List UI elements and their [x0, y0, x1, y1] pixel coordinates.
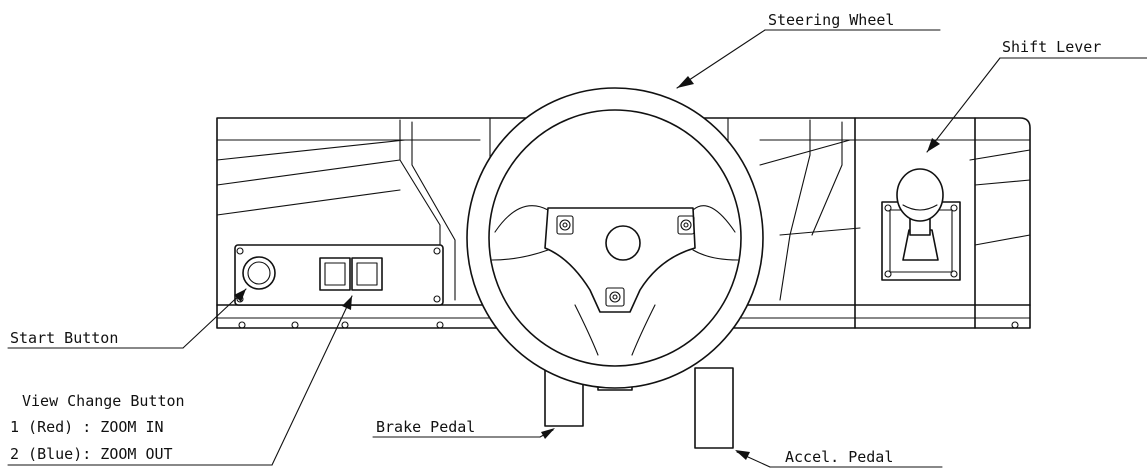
callout-shift-lever: [926, 57, 1147, 153]
view-change-button-1[interactable]: [319, 257, 351, 291]
console-body: [216, 117, 1031, 329]
label-view-change-line2: 2 (Blue): ZOOM OUT: [10, 445, 173, 463]
callout-accel-pedal: [735, 450, 943, 468]
label-steering-wheel: Steering Wheel: [768, 11, 894, 29]
label-view-change-title: View Change Button: [22, 392, 185, 410]
label-shift-lever: Shift Lever: [1002, 38, 1101, 56]
shift-lever[interactable]: [881, 168, 961, 281]
view-change-button-2[interactable]: [351, 257, 383, 291]
label-brake-pedal: Brake Pedal: [376, 418, 475, 436]
label-view-change-line1: 1 (Red) : ZOOM IN: [10, 418, 164, 436]
start-button[interactable]: [242, 256, 276, 290]
callout-start-button: [7, 288, 247, 349]
callout-steering-wheel: [676, 29, 941, 89]
accel-pedal[interactable]: [694, 367, 734, 449]
label-accel-pedal: Accel. Pedal: [785, 448, 893, 466]
callout-brake-pedal: [372, 428, 555, 439]
callout-view-change-button: [7, 295, 353, 466]
steering-wheel[interactable]: [466, 87, 764, 391]
label-start-button: Start Button: [10, 329, 118, 347]
